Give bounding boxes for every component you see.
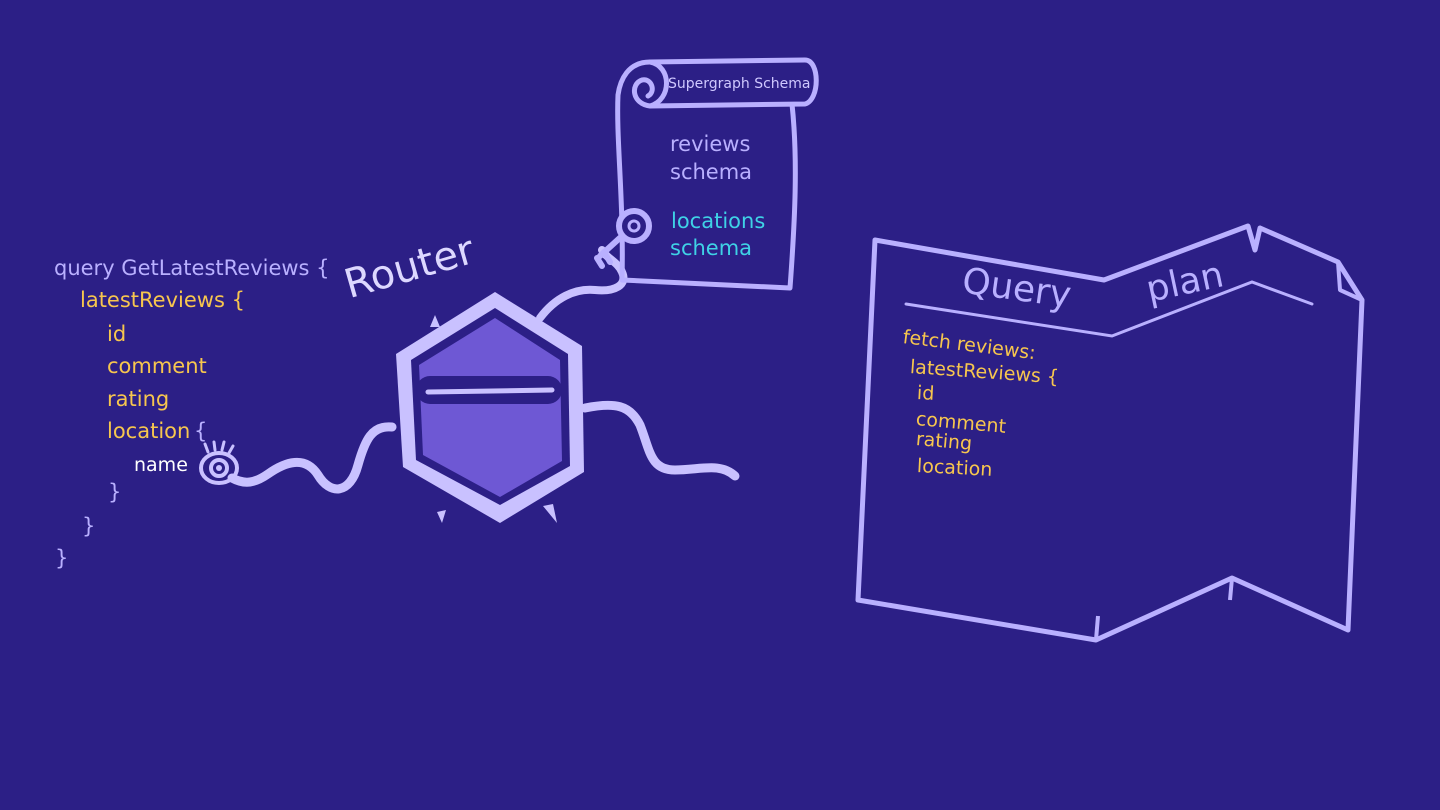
supergraph-title: Supergraph Schema [668, 76, 811, 92]
query-brace-close-location: } [108, 480, 122, 504]
router-left-tentacle [227, 422, 397, 494]
plan-title-underline [904, 280, 1314, 338]
eye-icon [199, 440, 239, 485]
plan-line-location: location [916, 455, 993, 481]
query-field-name: name [134, 454, 188, 476]
query-field-id: id [107, 322, 127, 346]
query-field-location: location [107, 419, 191, 443]
query-location-brace-open: { [194, 419, 208, 443]
query-field-rating: rating [107, 387, 170, 411]
query-brace-close-query: } [55, 546, 69, 570]
reviews-schema-line2: schema [670, 160, 753, 184]
router-robot [396, 292, 584, 523]
query-field-comment: comment [107, 354, 207, 378]
query-brace-close-reviews: } [82, 514, 96, 538]
locations-schema-line1: locations [671, 209, 766, 233]
query-line-header: query GetLatestReviews { [54, 256, 330, 280]
query-line-latest-reviews: latestReviews { [80, 288, 245, 312]
router-right-tentacle [580, 400, 740, 481]
reviews-schema-line1: reviews [670, 132, 751, 156]
locations-schema-line2: schema [670, 236, 753, 260]
key-icon [594, 208, 652, 269]
plan-line-id: id [916, 382, 935, 405]
query-plan-map [855, 223, 1365, 643]
